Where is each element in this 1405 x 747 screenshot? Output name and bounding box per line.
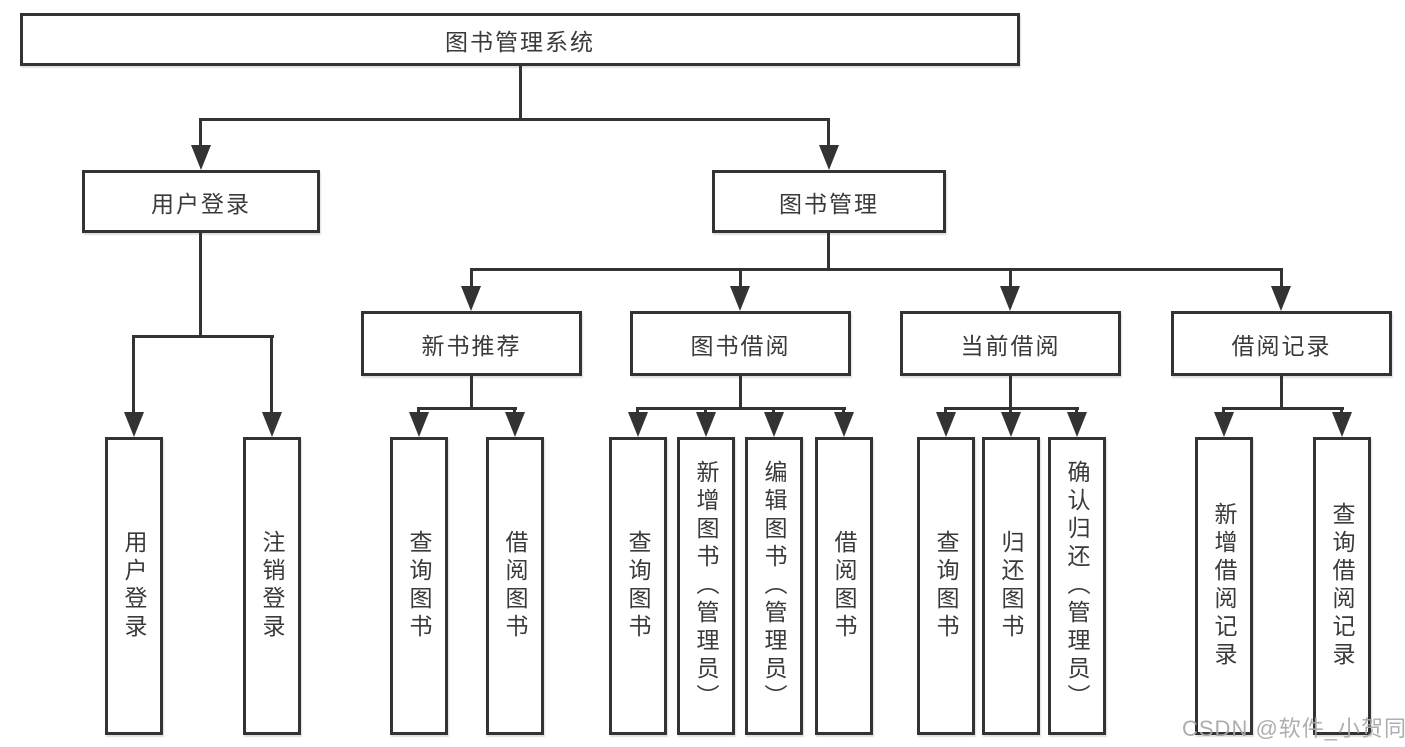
leaf-label: 编辑图书（管理员）: [761, 460, 787, 712]
leaf-label: 注销登录: [259, 530, 285, 642]
node-book-management: 图书管理: [712, 170, 946, 233]
connector-bookmgmt-branch: [470, 268, 1283, 271]
arrow-down-icon: [1001, 412, 1021, 437]
connector-current-stem: [1009, 374, 1012, 410]
leaf-add-borrow-record: 新增借阅记录: [1195, 437, 1253, 735]
arrow-down-icon: [936, 412, 956, 437]
arrow-down-icon: [819, 145, 839, 170]
leaf-logout: 注销登录: [243, 437, 301, 735]
node-book-borrow: 图书借阅: [630, 311, 851, 376]
connector-recommend-stem: [470, 374, 473, 410]
leaf-label: 查询图书: [625, 530, 651, 642]
connector-userlogin-drop-1: [132, 335, 135, 415]
connector-root-drop-left: [199, 118, 202, 150]
leaf-label: 借阅图书: [831, 530, 857, 642]
arrow-down-icon: [764, 412, 784, 437]
leaf-label: 查询借阅记录: [1329, 502, 1355, 670]
leaf-confirm-return-admin: 确认归还（管理员）: [1048, 437, 1106, 735]
leaf-user-login: 用户登录: [105, 437, 163, 735]
node-new-book-recommend: 新书推荐: [361, 311, 582, 376]
connector-root-drop-right: [827, 118, 830, 150]
node-user-login: 用户登录: [82, 170, 320, 233]
connector-userlogin-branch: [132, 335, 274, 338]
connector-bookmgmt-stem: [827, 233, 830, 271]
connector-userlogin-drop-2: [270, 335, 273, 415]
arrow-down-icon: [730, 286, 750, 311]
arrow-down-icon: [1271, 286, 1291, 311]
leaf-label: 用户登录: [121, 530, 147, 642]
arrow-down-icon: [461, 286, 481, 311]
arrow-down-icon: [696, 412, 716, 437]
leaf-query-books-current: 查询图书: [917, 437, 975, 735]
csdn-watermark: CSDN @软件_小贺同学: [1182, 716, 1405, 741]
arrow-down-icon: [505, 412, 525, 437]
connector-root-branch: [199, 118, 830, 121]
leaf-label: 新增图书（管理员）: [693, 460, 719, 712]
leaf-return-books: 归还图书: [982, 437, 1040, 735]
connector-borrow-stem: [739, 374, 742, 410]
arrow-down-icon: [1214, 412, 1234, 437]
leaf-label: 借阅图书: [502, 530, 528, 642]
leaf-query-borrow-record: 查询借阅记录: [1313, 437, 1371, 735]
connector-bookmgmt-drop-1: [470, 268, 473, 290]
leaf-borrow-books: 借阅图书: [815, 437, 873, 735]
connector-recommend-branch: [417, 407, 517, 410]
arrow-down-icon: [1000, 286, 1020, 311]
arrow-down-icon: [834, 412, 854, 437]
leaf-borrow-books-recommend: 借阅图书: [486, 437, 544, 735]
leaf-query-books-borrow: 查询图书: [609, 437, 667, 735]
leaf-label: 查询图书: [933, 530, 959, 642]
leaf-edit-books-admin: 编辑图书（管理员）: [745, 437, 803, 735]
connector-bookmgmt-drop-4: [1280, 268, 1283, 290]
node-borrow-records: 借阅记录: [1171, 311, 1392, 376]
arrow-down-icon: [1067, 412, 1087, 437]
arrow-down-icon: [124, 412, 144, 437]
connector-borrow-branch: [636, 407, 846, 410]
arrow-down-icon: [191, 145, 211, 170]
leaf-label: 新增借阅记录: [1211, 502, 1237, 670]
connector-bookmgmt-drop-2: [739, 268, 742, 290]
node-current-borrow: 当前借阅: [900, 311, 1121, 376]
connector-userlogin-stem: [199, 233, 202, 338]
connector-records-branch: [1222, 407, 1344, 410]
arrow-down-icon: [628, 412, 648, 437]
leaf-label: 归还图书: [998, 530, 1024, 642]
connector-root-stem: [519, 64, 522, 121]
arrow-down-icon: [262, 412, 282, 437]
arrow-down-icon: [409, 412, 429, 437]
connector-records-stem: [1280, 374, 1283, 410]
arrow-down-icon: [1332, 412, 1352, 437]
leaf-query-books-recommend: 查询图书: [390, 437, 448, 735]
connector-bookmgmt-drop-3: [1009, 268, 1012, 290]
leaf-add-books-admin: 新增图书（管理员）: [677, 437, 735, 735]
leaf-label: 查询图书: [406, 530, 432, 642]
node-library-system: 图书管理系统: [20, 13, 1020, 66]
leaf-label: 确认归还（管理员）: [1064, 460, 1090, 712]
